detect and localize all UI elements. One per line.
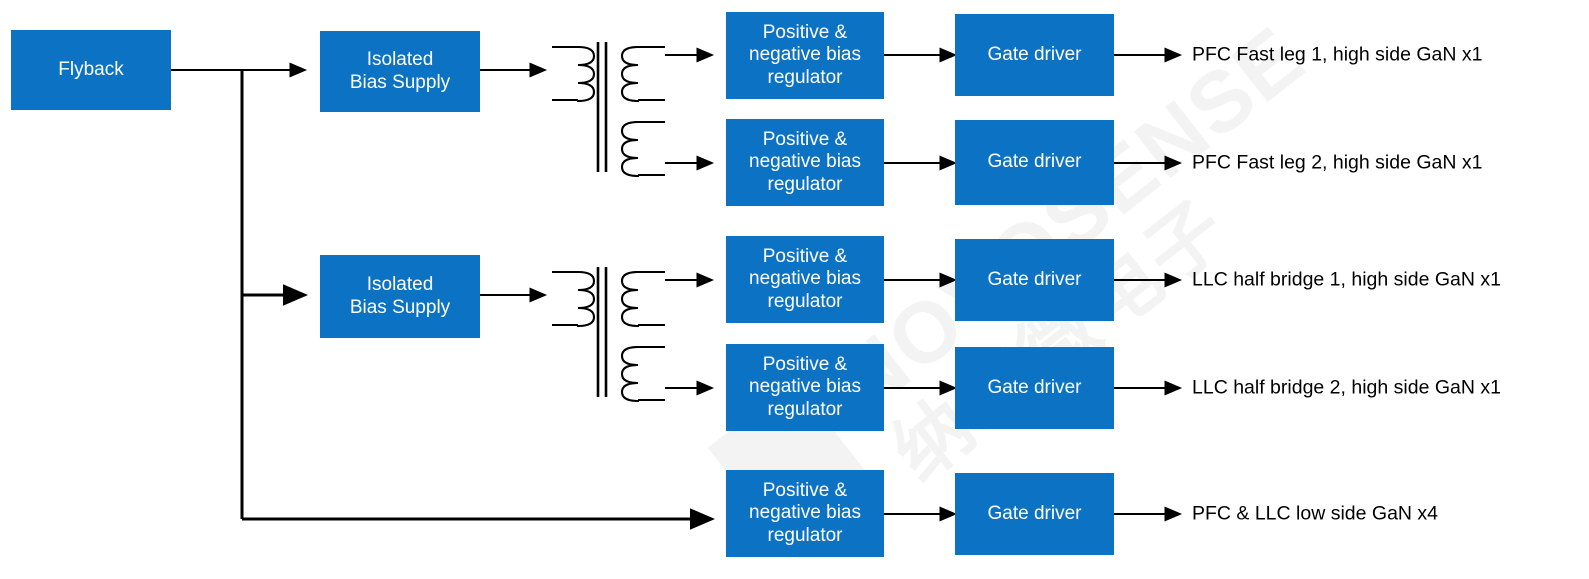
block-gate-driver-2[interactable]: Gate driver (955, 120, 1114, 205)
block-gate-driver-4[interactable]: Gate driver (955, 347, 1114, 429)
block-regulator-4[interactable]: Positive & negative bias regulator (726, 344, 884, 431)
block-regulator-1[interactable]: Positive & negative bias regulator (726, 12, 884, 99)
block-isolated-bias-supply-1[interactable]: Isolated Bias Supply (320, 31, 480, 112)
block-isolated-bias-supply-2[interactable]: Isolated Bias Supply (320, 255, 480, 338)
block-gate-driver-3[interactable]: Gate driver (955, 239, 1114, 321)
block-regulator-2[interactable]: Positive & negative bias regulator (726, 119, 884, 206)
block-flyback[interactable]: Flyback (11, 30, 171, 110)
block-gate-driver-5[interactable]: Gate driver (955, 473, 1114, 555)
block-gate-driver-1[interactable]: Gate driver (955, 14, 1114, 96)
transformer-symbol-2 (552, 267, 665, 403)
block-regulator-5[interactable]: Positive & negative bias regulator (726, 470, 884, 557)
block-regulator-3[interactable]: Positive & negative bias regulator (726, 236, 884, 323)
transformer-symbol-1 (552, 42, 665, 178)
